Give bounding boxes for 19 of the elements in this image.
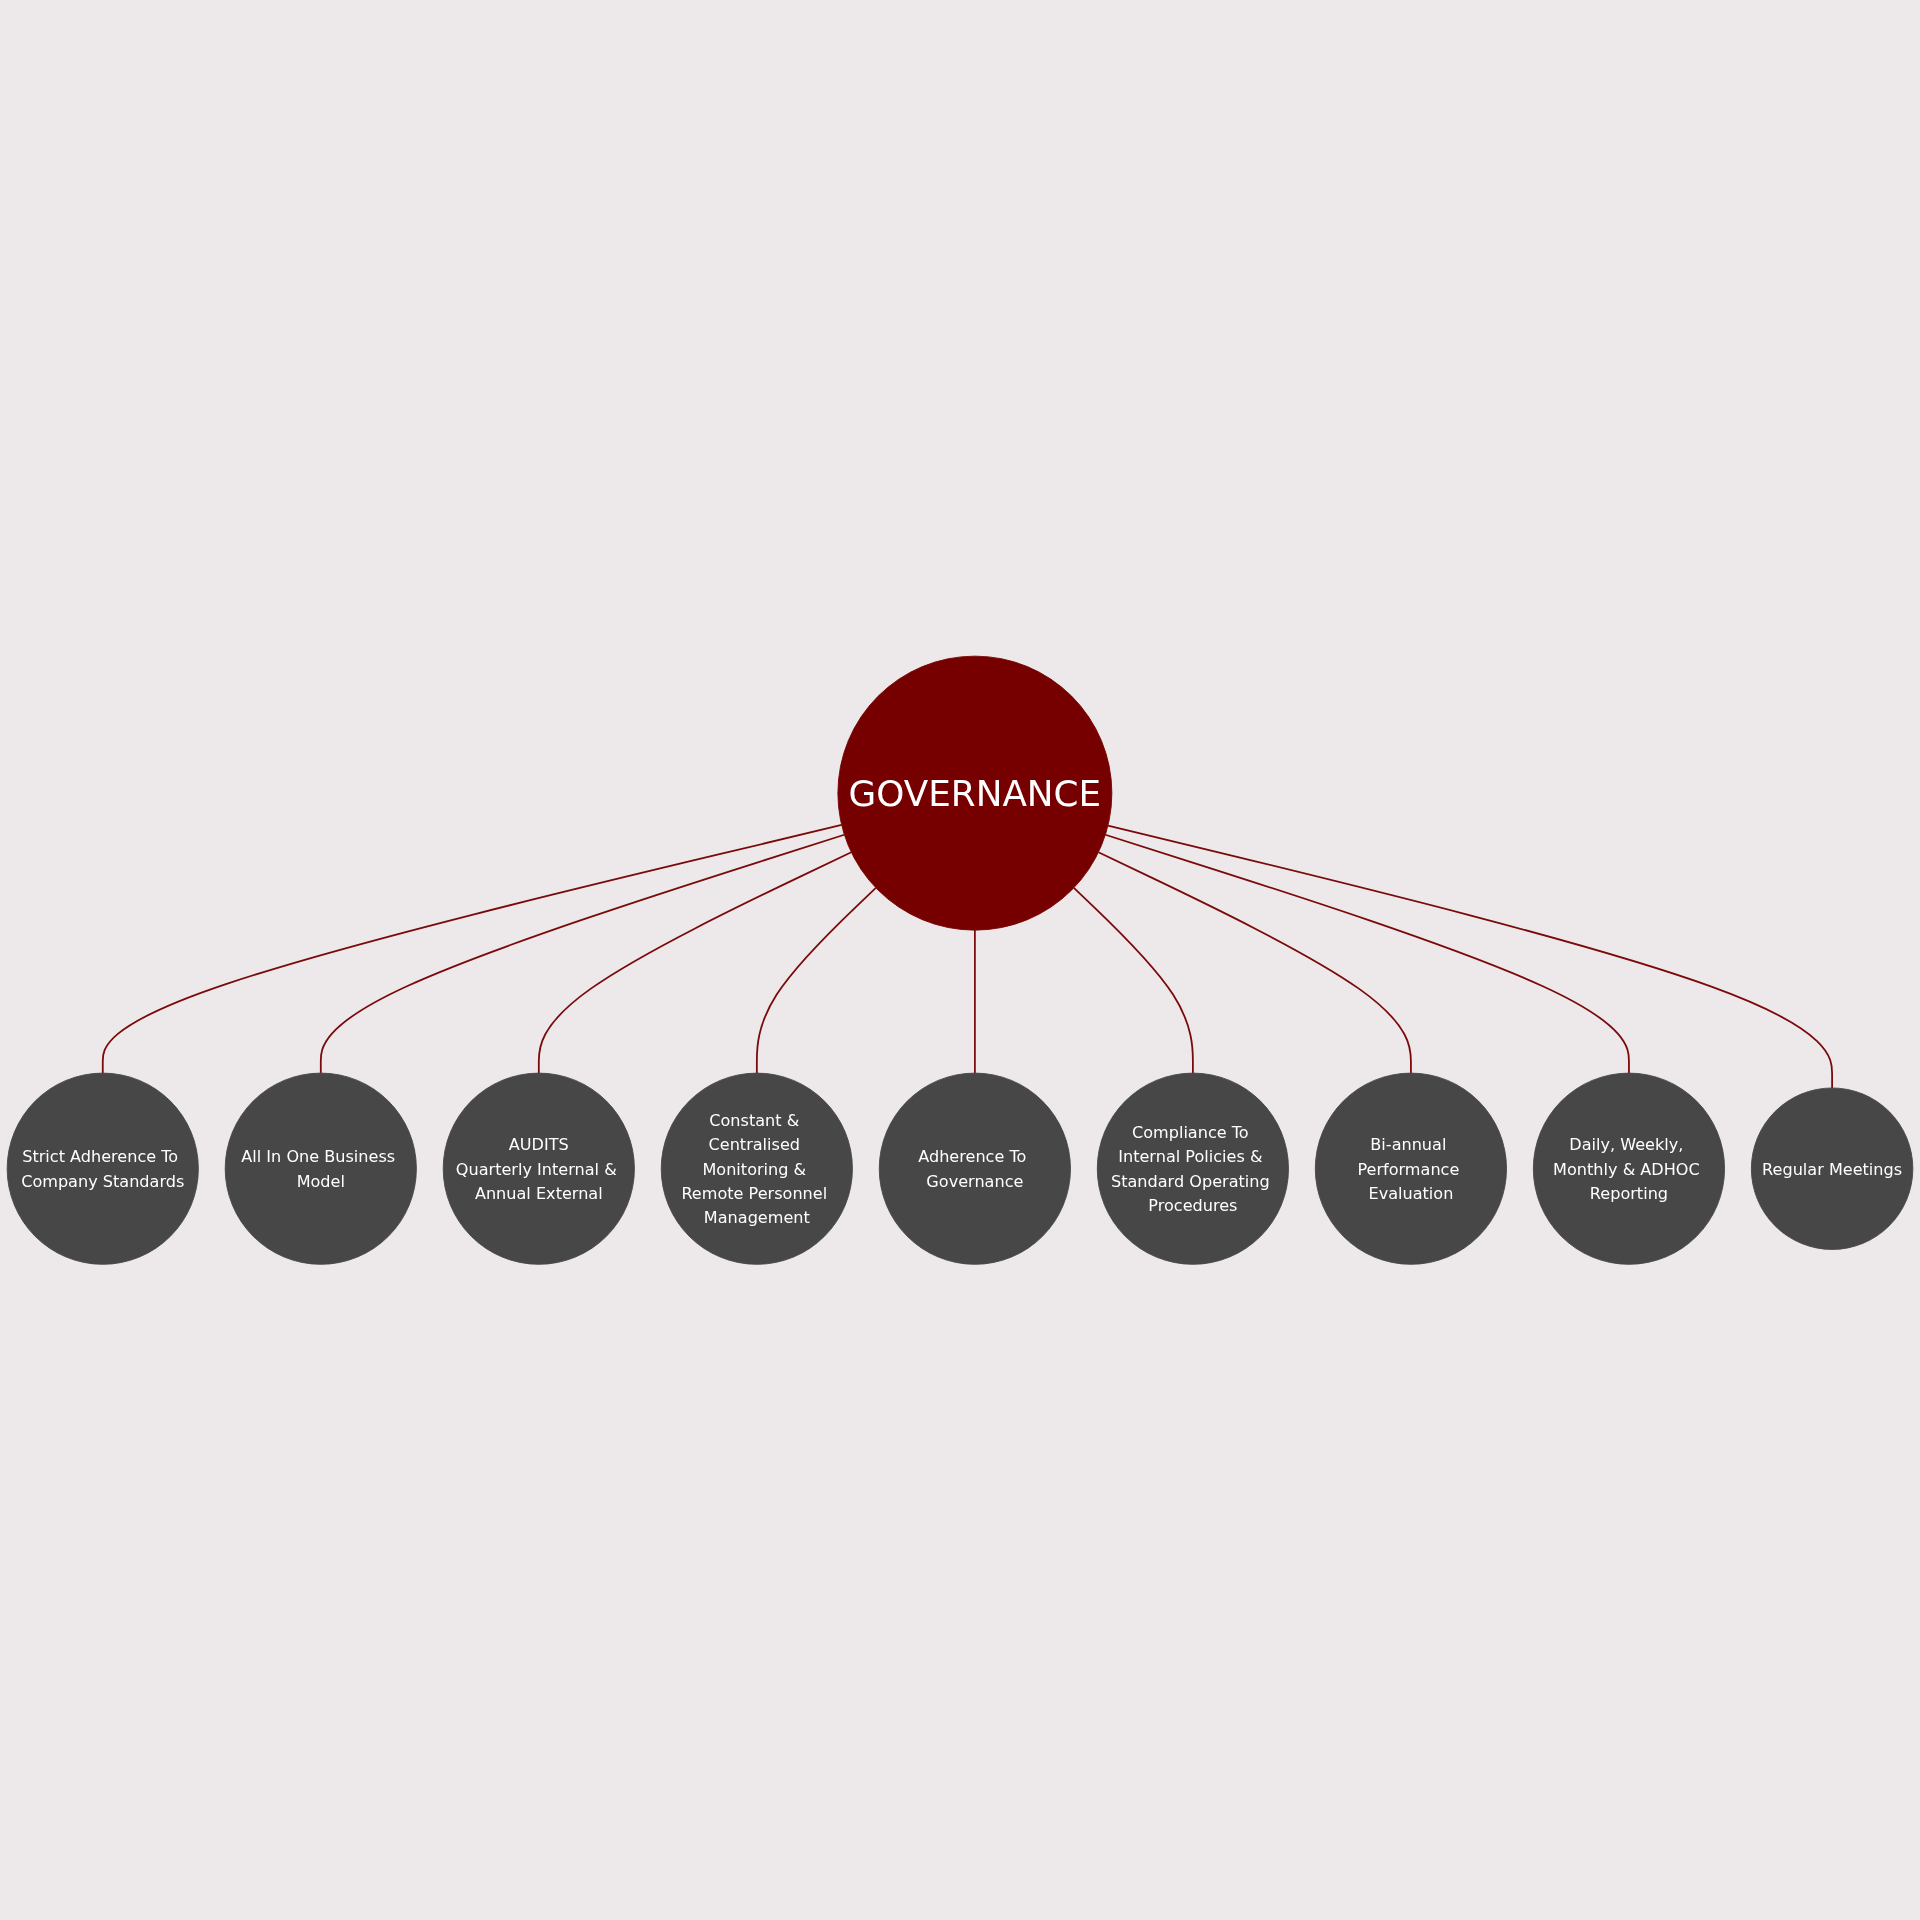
- node-circle: Daily, Weekly, Monthly & ADHOC Reporting: [1532, 1072, 1725, 1265]
- connector: [1073, 886, 1194, 1074]
- node-circle: GOVERNANCE: [837, 655, 1113, 931]
- node-circle: Regular Meetings: [1750, 1087, 1914, 1250]
- node-circle: Bi-annual Performance Evaluation: [1314, 1072, 1507, 1265]
- node-circle: Compliance To Internal Policies & Standard Operating Procedures: [1096, 1072, 1289, 1265]
- connector: [973, 929, 976, 1074]
- connector: [101, 823, 843, 1074]
- connector: [537, 851, 853, 1074]
- connector: [755, 886, 877, 1074]
- node-circle: All In One Business Model: [224, 1072, 417, 1265]
- node-circle: AUDITS Quarterly Internal & Annual External: [442, 1072, 635, 1265]
- node-circle: Strict Adherence To Company Standards: [6, 1072, 199, 1265]
- connector: [1097, 851, 1412, 1074]
- connector: [1104, 833, 1630, 1074]
- node-circle: Adherence To Governance: [878, 1072, 1071, 1265]
- node-circle: Constant & Centralised Monitoring & Remote Personnel Management: [660, 1072, 853, 1265]
- connector: [1107, 824, 1833, 1089]
- connector: [319, 833, 846, 1074]
